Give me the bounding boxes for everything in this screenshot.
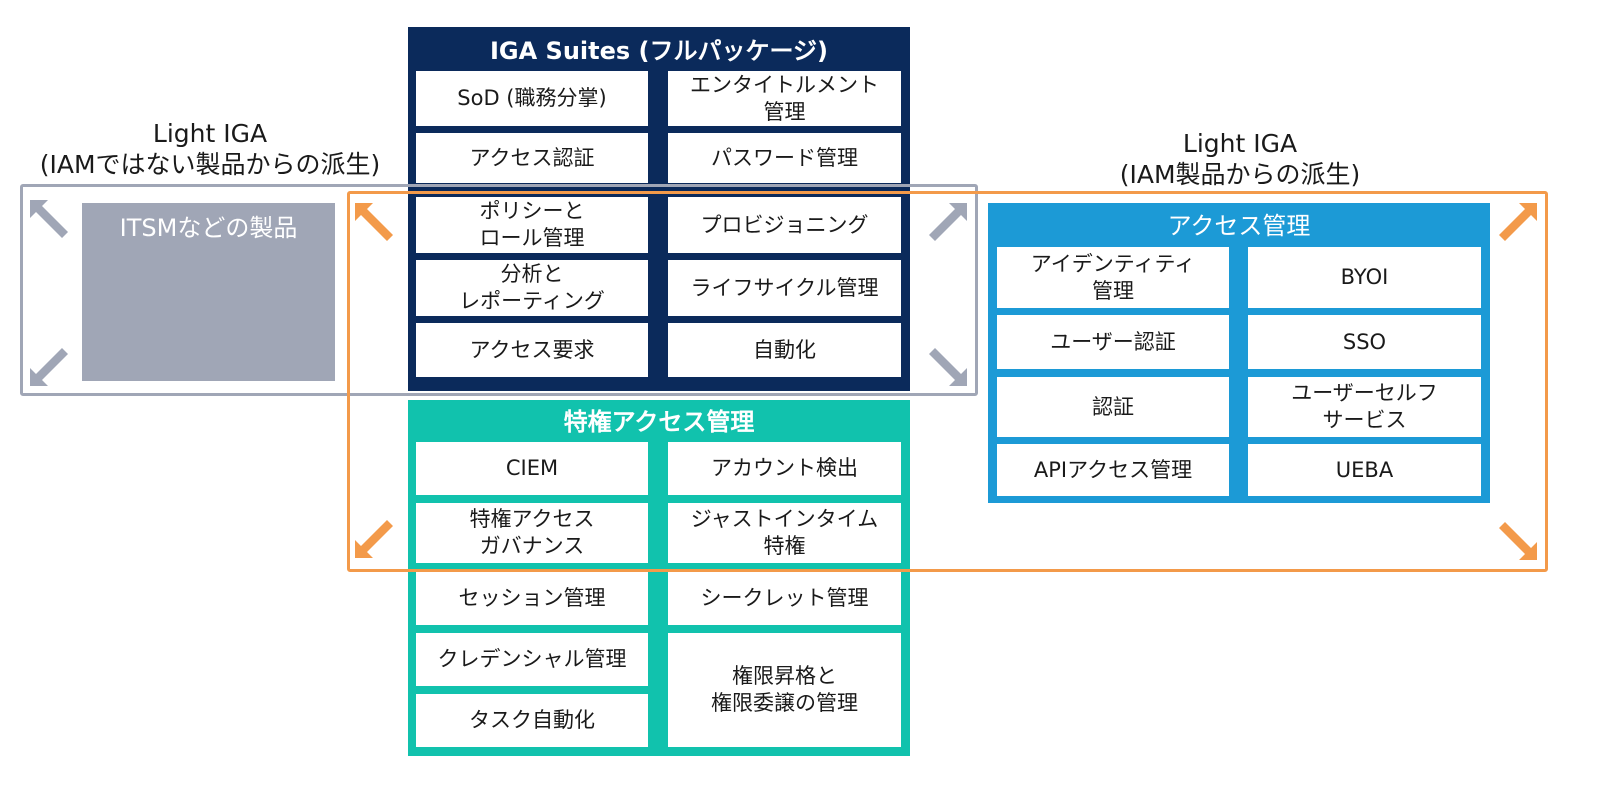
diagonal-arrow-icon	[355, 520, 393, 558]
iga-cell-access-request: アクセス要求	[416, 323, 648, 377]
pam-cell-jit: ジャストインタイム 特権	[668, 503, 901, 563]
iga-cell-analytics: 分析と レポーティング	[416, 260, 648, 316]
iga-cell-entitlement: エンタイトルメント 管理	[668, 71, 901, 126]
am-cell-authn: 認証	[997, 377, 1229, 437]
am-cell-ueba: UEBA	[1248, 444, 1481, 496]
light-iga-non-iam-frame	[20, 184, 978, 396]
pam-cell-secret: シークレット管理	[668, 572, 901, 625]
diagonal-arrow-icon	[355, 203, 393, 241]
iga-suites-title: IGA Suites (フルパッケージ)	[489, 36, 828, 65]
pam-cell-credential: クレデンシャル管理	[416, 633, 648, 686]
iga-suites-panel: IGA Suites (フルパッケージ) SoD (職務分掌) エンタイトルメン…	[408, 27, 910, 391]
iga-cell-access-certification: アクセス認証	[416, 133, 648, 183]
pam-cell-elevation-delegation: 権限昇格と 権限委譲の管理	[668, 633, 901, 747]
iga-cell-lifecycle: ライフサイクル管理	[668, 260, 901, 316]
light-iga-iam-frame	[347, 191, 1548, 572]
am-cell-self-service: ユーザーセルフ サービス	[1248, 377, 1481, 437]
iga-cell-automation: 自動化	[668, 323, 901, 377]
iga-cell-policy-role: ポリシーと ロール管理	[416, 197, 648, 253]
diagonal-arrow-icon	[929, 203, 967, 241]
access-management-title: アクセス管理	[1167, 211, 1311, 240]
light-iga-iam-label: Light IGA (IAM製品からの派生)	[1119, 129, 1361, 189]
pam-cell-task-automation: タスク自動化	[416, 694, 648, 747]
iga-cell-provisioning: プロビジョニング	[668, 197, 901, 253]
diagonal-arrow-icon	[1499, 203, 1537, 241]
pam-panel: 特権アクセス管理 CIEM アカウント検出 特権アクセス ガバナンス ジャストイ…	[408, 400, 910, 756]
pam-cell-ciem: CIEM	[416, 442, 648, 495]
iga-cell-password: パスワード管理	[668, 133, 901, 183]
pam-cell-privileged-governance: 特権アクセス ガバナンス	[416, 503, 648, 563]
am-cell-api-access: APIアクセス管理	[997, 444, 1229, 496]
diagonal-arrow-icon	[30, 348, 68, 386]
iga-cell-sod: SoD (職務分掌)	[416, 71, 648, 126]
access-management-panel: アクセス管理 アイデンティティ 管理 BYOI ユーザー認証 SSO 認証 ユー…	[988, 203, 1490, 503]
itsm-product-label: ITSMなどの製品	[119, 214, 298, 242]
diagonal-arrow-icon	[1499, 522, 1537, 560]
am-cell-byoi: BYOI	[1248, 247, 1481, 308]
diagonal-arrow-icon	[929, 348, 967, 386]
pam-title: 特権アクセス管理	[563, 407, 755, 436]
diagonal-arrow-icon	[30, 200, 68, 238]
itsm-product-box: ITSMなどの製品	[82, 203, 335, 381]
pam-cell-account-discovery: アカウント検出	[668, 442, 901, 495]
am-cell-user-auth: ユーザー認証	[997, 315, 1229, 369]
am-cell-identity: アイデンティティ 管理	[997, 247, 1229, 308]
light-iga-non-iam-label: Light IGA (IAMではない製品からの派生)	[39, 119, 381, 179]
am-cell-sso: SSO	[1248, 315, 1481, 369]
pam-cell-session: セッション管理	[416, 572, 648, 625]
